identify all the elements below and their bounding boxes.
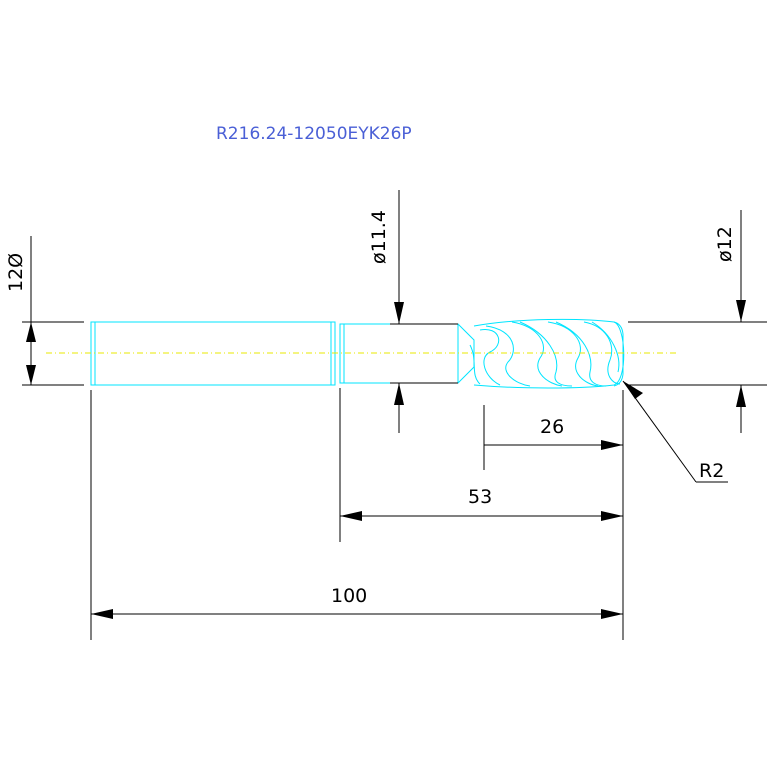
dimension-arrow bbox=[601, 609, 623, 619]
dimension-arrow bbox=[736, 385, 746, 407]
helix-flute bbox=[511, 321, 563, 387]
flute-transition bbox=[457, 323, 475, 384]
neck-diameter-label: ø11.4 bbox=[368, 210, 390, 264]
overall-length-label: 100 bbox=[331, 585, 367, 607]
corner-radius-end bbox=[613, 321, 624, 387]
cutting-diameter-label: ø12 bbox=[714, 226, 736, 262]
dimension-arrow bbox=[91, 609, 113, 619]
dimension-arrow bbox=[736, 300, 746, 322]
dimension-arrow bbox=[601, 440, 623, 450]
helix-flute bbox=[591, 321, 620, 373]
helix-flute bbox=[469, 344, 481, 385]
helix-flute bbox=[479, 329, 501, 386]
dimension-arrow bbox=[394, 383, 404, 405]
part-number-title: R216.24-12050EYK26P bbox=[216, 124, 412, 144]
helix-flute bbox=[555, 321, 607, 387]
corner-radius-label: R2 bbox=[699, 460, 724, 482]
dimension-arrow bbox=[623, 381, 643, 399]
helix-flute bbox=[583, 321, 621, 385]
dimension-arrow bbox=[394, 302, 404, 324]
dimension-arrow bbox=[26, 365, 36, 385]
helix-flute bbox=[485, 325, 531, 387]
dimension-arrow bbox=[601, 511, 623, 521]
dimensions: 12Ø ø11.4 ø12 26 53 100 bbox=[5, 190, 767, 640]
dimension-arrow bbox=[340, 511, 362, 521]
helix-flute bbox=[519, 321, 573, 387]
dimension-arrow bbox=[26, 322, 36, 342]
helix-flute bbox=[547, 321, 599, 387]
reach-length-label: 53 bbox=[468, 486, 492, 508]
shank-diameter-label: 12Ø bbox=[5, 253, 27, 292]
end-mill-outline bbox=[90, 318, 625, 389]
flute-length-label: 26 bbox=[540, 416, 564, 438]
